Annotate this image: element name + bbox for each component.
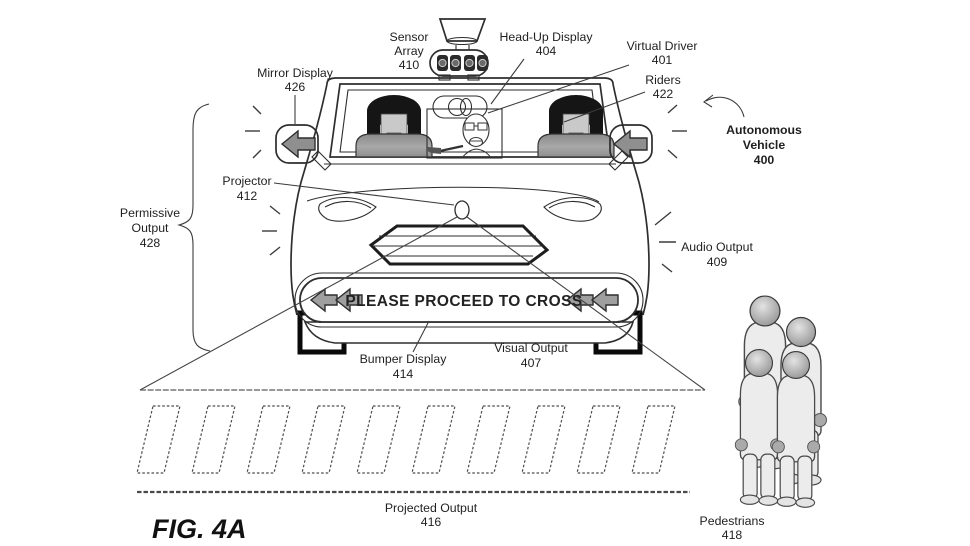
crosswalk xyxy=(136,389,705,494)
label-sensor-array: Array xyxy=(394,44,424,58)
label-head-up-display: Head-Up Display xyxy=(500,30,594,44)
rearview-mirror xyxy=(432,95,488,119)
left-mirror-display xyxy=(275,124,319,164)
label-pedestrians: Pedestrians xyxy=(700,514,765,528)
right-headlight xyxy=(543,197,602,222)
bumper-left-arrows-icon xyxy=(309,287,363,313)
right-mirror-display xyxy=(609,124,653,164)
roof-line xyxy=(326,77,614,85)
ref-riders: 422 xyxy=(653,87,674,101)
leader-bumper-display xyxy=(412,320,430,353)
projector-lens xyxy=(454,200,470,220)
permissive-output-brace xyxy=(176,103,211,352)
left-mirror-arrow-icon xyxy=(280,129,316,159)
arrowhead xyxy=(703,94,714,108)
ref-pedestrians: 418 xyxy=(722,528,743,542)
label-visual-output: Visual Output xyxy=(494,341,568,355)
head-up-display xyxy=(426,108,503,159)
right-fender-rays xyxy=(654,211,676,273)
body-side-right xyxy=(612,83,650,316)
projection-beams xyxy=(139,216,706,391)
right-mirror-arrow-icon xyxy=(612,129,648,159)
ref-visual-output: 407 xyxy=(521,356,542,370)
body-side-left xyxy=(290,83,328,316)
label-virtual-driver: Virtual Driver xyxy=(627,39,698,53)
ref-projected-output: 416 xyxy=(421,515,442,529)
label-permissive-output: Output xyxy=(132,221,169,235)
bumper-display-panel xyxy=(299,277,639,323)
label-audio-output: Audio Output xyxy=(681,240,753,254)
label-autonomous-vehicle: Vehicle xyxy=(743,138,786,152)
label-permissive-output: Permissive xyxy=(120,206,180,220)
ref-sensor-array: 410 xyxy=(399,58,420,72)
rider-left xyxy=(355,95,433,158)
pedestrians-group xyxy=(734,295,828,508)
label-projected-output: Projected Output xyxy=(385,501,478,515)
beam-left xyxy=(139,216,458,391)
bumper-assembly: PLEASE PROCEED TO CROSS xyxy=(294,272,644,355)
left-fender-rays xyxy=(262,205,281,256)
leader-lines xyxy=(176,58,745,353)
right-mirror-rays xyxy=(667,104,687,159)
sensor-funnel-rim xyxy=(446,36,478,46)
label-riders: Riders xyxy=(645,73,681,87)
crosswalk-stripes xyxy=(136,405,676,474)
ref-permissive-output: 428 xyxy=(140,236,161,250)
label-sensor-array: Sensor xyxy=(390,30,429,44)
ref-projector: 412 xyxy=(237,189,258,203)
leader-head-up-display xyxy=(490,58,525,105)
ref-audio-output: 409 xyxy=(707,255,728,269)
label-mirror-display: Mirror Display xyxy=(257,66,334,80)
ref-mirror-display: 426 xyxy=(285,80,306,94)
left-headlight xyxy=(318,197,377,222)
label-bumper-display: Bumper Display xyxy=(360,352,448,366)
autonomous-vehicle-arrow xyxy=(705,96,745,118)
virtual-driver-figure xyxy=(426,113,492,159)
bumper-right-arrows-icon xyxy=(565,287,619,313)
leader-virtual-driver xyxy=(487,64,630,114)
hood-line xyxy=(306,186,600,203)
ref-autonomous-vehicle: 400 xyxy=(754,153,775,167)
side-mirrors xyxy=(275,124,653,171)
left-mirror-rays xyxy=(245,105,262,159)
rider-right xyxy=(537,95,615,158)
grille xyxy=(368,224,550,266)
figure-caption: FIG. 4A xyxy=(152,514,247,544)
cabin xyxy=(355,95,615,159)
leader-riders xyxy=(563,91,646,123)
ref-virtual-driver: 401 xyxy=(652,53,673,67)
labels: Sensor Array 410 Head-Up Display 404 Vir… xyxy=(120,30,802,544)
ref-head-up-display: 404 xyxy=(536,44,557,58)
bumper-chin xyxy=(303,321,635,344)
sensor-array xyxy=(429,18,489,81)
ref-bumper-display: 414 xyxy=(393,367,414,381)
label-autonomous-vehicle: Autonomous xyxy=(726,123,802,137)
beam-right xyxy=(466,216,706,391)
sensor-cameras xyxy=(437,55,488,71)
label-projector: Projector xyxy=(222,174,271,188)
car-front xyxy=(318,197,602,266)
bumper-message-text: PLEASE PROCEED TO CROSS xyxy=(345,293,582,310)
left-mirror-stem xyxy=(311,150,332,171)
leader-projector xyxy=(273,182,455,206)
emphasis-marks xyxy=(245,104,687,273)
